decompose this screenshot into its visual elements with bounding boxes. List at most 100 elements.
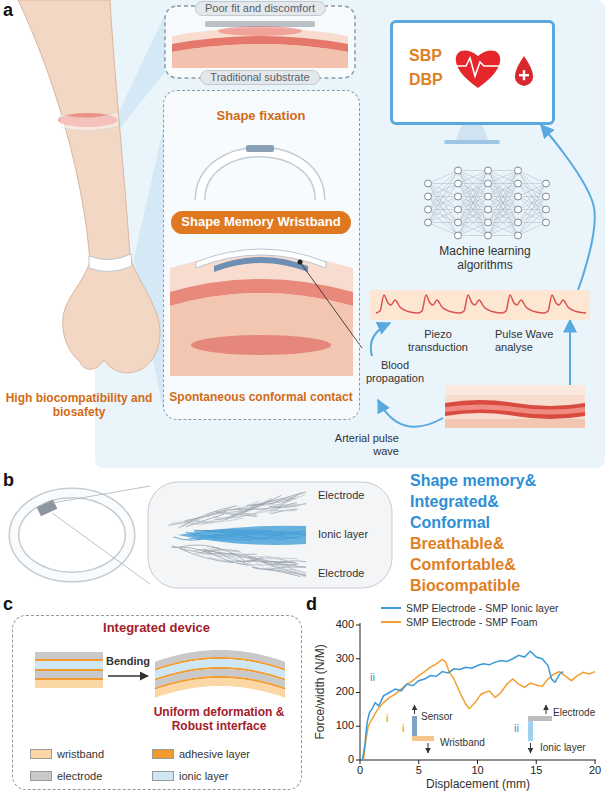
feature-text: Conformal [410, 514, 490, 532]
network-neuron [455, 167, 462, 174]
tick [356, 760, 360, 761]
network-link [428, 171, 458, 197]
nanofiber [270, 498, 296, 504]
axis-tick-label: 15 [526, 764, 546, 777]
tick [356, 692, 360, 693]
network-neuron [425, 206, 432, 213]
network-link [428, 171, 458, 223]
feature-note: High biocompatibility and biosafety [4, 392, 154, 420]
cycle-arrow [371, 323, 390, 356]
wristband-shape [200, 152, 320, 200]
network-neuron [485, 206, 492, 213]
nanofiber [268, 563, 297, 567]
axis-tick-label: 200 [326, 685, 354, 698]
network-link [428, 184, 458, 236]
flow-arrow [569, 320, 571, 385]
nanofiber [270, 494, 306, 510]
network-link [458, 184, 488, 236]
layer-label: Ionic layer [318, 528, 368, 541]
network-link [518, 183, 546, 184]
nanofiber [207, 557, 249, 562]
substrate-pill: Poor fit and discomfort [195, 1, 326, 16]
nanofiber [274, 562, 306, 567]
network-neuron [515, 193, 522, 200]
pull-arrow [546, 705, 547, 714]
network-link [488, 171, 518, 236]
panel-caption: Uniform deformation & Robust interface [143, 706, 295, 734]
panel-caption: Spontaneous conformal contact [169, 391, 353, 405]
network-link [488, 197, 518, 236]
network-link [518, 184, 546, 210]
network-link [518, 184, 546, 210]
nanofiber [268, 504, 306, 513]
legend-text: SMP Electrode - SMP Foam [406, 616, 538, 628]
panel-letter: b [3, 470, 14, 491]
zoom-capsule [148, 482, 392, 588]
legend-text: adhesive layer [179, 748, 250, 761]
network-neuron [543, 180, 550, 187]
network-link [518, 184, 546, 197]
metric-label: DBP [409, 71, 443, 89]
tissue-layer [445, 419, 585, 428]
blood-drop-icon [515, 56, 533, 86]
y-axis [360, 623, 361, 760]
network-neuron [543, 219, 550, 226]
network-neuron [425, 219, 432, 226]
arm-figure [18, 0, 160, 373]
network-link [518, 184, 546, 197]
network-neuron [455, 193, 462, 200]
blood-flow [445, 405, 585, 415]
network-link [428, 222, 458, 223]
pulse-trace [376, 295, 586, 313]
skin-layer [445, 385, 585, 395]
tick [477, 760, 478, 764]
legend-item: SMP Electrode - SMP Foam [380, 616, 538, 628]
legend-item: ionic layer [152, 770, 229, 783]
network-link [488, 171, 518, 210]
nanofiber [247, 561, 297, 563]
network-link [488, 171, 518, 197]
integrated-device-panel: Integrated deviceUniform deformation & R… [12, 615, 302, 790]
nanofiber [194, 550, 243, 553]
box-caption: Arterial pulse wave [325, 432, 399, 457]
network-link [428, 223, 458, 236]
network-link [488, 210, 518, 236]
tick [360, 760, 361, 764]
panel-letter: a [3, 0, 13, 21]
ionic-layer [178, 526, 306, 545]
network-link [458, 171, 488, 210]
monitor-screen: SBPDBP [390, 20, 555, 125]
series-marker: i [386, 712, 388, 725]
network-neuron [455, 232, 462, 239]
network-link [458, 210, 488, 236]
axis-tick-label: 0 [350, 764, 370, 777]
panel-letter: d [306, 594, 317, 615]
legend-item: wristband [30, 748, 104, 761]
fiber-mesh [168, 492, 306, 578]
network-link [518, 184, 546, 223]
network-link [458, 235, 488, 236]
network-link [458, 210, 488, 236]
traditional-band [60, 112, 119, 131]
network-link [518, 184, 546, 223]
network-link [458, 184, 488, 236]
skin-layer [170, 254, 353, 376]
inset-wristband [412, 736, 434, 741]
leader-line [300, 262, 362, 348]
legend-text: ionic layer [179, 770, 229, 783]
data-series [362, 651, 563, 760]
inset-electrode [528, 716, 552, 721]
stack-layer [35, 680, 103, 688]
network-neuron [455, 180, 462, 187]
network-link [488, 223, 518, 236]
monitor-base [444, 140, 500, 144]
nanofiber [192, 518, 243, 522]
wristband-shape [200, 152, 320, 200]
stack-layer [35, 652, 103, 659]
artery [191, 335, 331, 355]
network-link [458, 197, 488, 236]
network-neuron [485, 167, 492, 174]
network-link [488, 184, 518, 236]
network-link [428, 210, 458, 223]
axis-tick-label: 10 [468, 764, 488, 777]
